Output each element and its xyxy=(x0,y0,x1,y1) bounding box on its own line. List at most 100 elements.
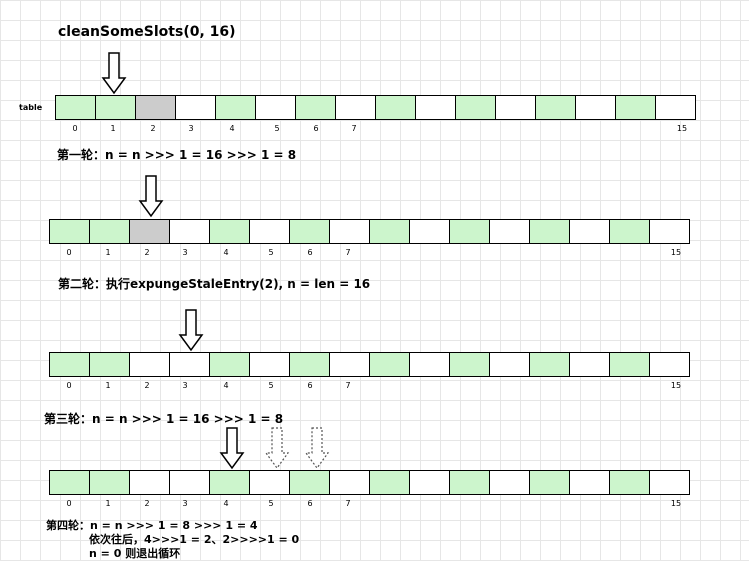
slot xyxy=(215,95,256,120)
slot xyxy=(409,470,450,495)
index-7: 7 xyxy=(345,499,351,508)
index-7: 7 xyxy=(351,124,357,133)
slot xyxy=(329,470,370,495)
index-1: 1 xyxy=(105,248,111,257)
slot xyxy=(569,470,610,495)
slot xyxy=(49,352,90,377)
dashed-arrow-icon xyxy=(304,427,330,470)
index-6: 6 xyxy=(307,499,313,508)
index-15: 15 xyxy=(670,248,682,257)
slot xyxy=(369,219,410,244)
index-15: 15 xyxy=(670,381,682,390)
pointer-arrow-icon xyxy=(138,175,164,218)
index-5: 5 xyxy=(268,381,274,390)
index-4: 4 xyxy=(229,124,235,133)
slot xyxy=(135,95,176,120)
dashed-arrow-icon xyxy=(264,427,290,470)
slot xyxy=(409,219,450,244)
index-2: 2 xyxy=(144,499,150,508)
slot xyxy=(295,95,336,120)
slot xyxy=(369,352,410,377)
index-1: 1 xyxy=(105,499,111,508)
index-6: 6 xyxy=(307,248,313,257)
slot xyxy=(409,352,450,377)
slot xyxy=(655,95,696,120)
slot xyxy=(289,219,330,244)
round-4-label: 第四轮：n = n >>> 1 = 8 >>> 1 = 4 xyxy=(46,519,258,532)
slot xyxy=(569,219,610,244)
slot xyxy=(169,470,210,495)
slot xyxy=(609,219,650,244)
slot xyxy=(329,352,370,377)
slot xyxy=(249,219,290,244)
slot xyxy=(489,219,530,244)
slot xyxy=(89,219,130,244)
index-3: 3 xyxy=(182,248,188,257)
round-4-note-1: 依次往后，4>>>1 = 2、2>>>>1 = 0 xyxy=(89,533,300,546)
slot xyxy=(49,219,90,244)
table-label: table xyxy=(19,103,43,112)
round-4-note-2: n = 0 则退出循环 xyxy=(89,547,181,560)
slot xyxy=(529,352,570,377)
slot xyxy=(129,470,170,495)
slot xyxy=(649,352,690,377)
index-3: 3 xyxy=(182,499,188,508)
slot xyxy=(209,352,250,377)
index-2: 2 xyxy=(144,248,150,257)
slot xyxy=(489,470,530,495)
index-15: 15 xyxy=(670,499,682,508)
slot xyxy=(175,95,216,120)
index-5: 5 xyxy=(268,248,274,257)
slot xyxy=(489,352,530,377)
index-4: 4 xyxy=(223,381,229,390)
slot xyxy=(449,352,490,377)
slot xyxy=(535,95,576,120)
slot xyxy=(449,219,490,244)
index-2: 2 xyxy=(150,124,156,133)
index-6: 6 xyxy=(313,124,319,133)
slot xyxy=(209,219,250,244)
slot xyxy=(89,352,130,377)
index-0: 0 xyxy=(66,381,72,390)
index-0: 0 xyxy=(66,248,72,257)
slot xyxy=(129,219,170,244)
slot xyxy=(455,95,496,120)
pointer-arrow-icon xyxy=(101,52,127,95)
slot xyxy=(649,219,690,244)
slot xyxy=(615,95,656,120)
round-1-label: 第一轮：n = n >>> 1 = 16 >>> 1 = 8 xyxy=(57,148,297,162)
slot xyxy=(55,95,96,120)
index-3: 3 xyxy=(182,381,188,390)
index-4: 4 xyxy=(223,248,229,257)
table-array-2 xyxy=(49,219,690,244)
round-3-label: 第三轮：n = n >>> 1 = 16 >>> 1 = 8 xyxy=(44,412,284,426)
slot xyxy=(495,95,536,120)
slot xyxy=(329,219,370,244)
index-5: 5 xyxy=(268,499,274,508)
slot xyxy=(375,95,416,120)
table-array-1 xyxy=(55,95,696,120)
slot xyxy=(49,470,90,495)
slot xyxy=(255,95,296,120)
slot xyxy=(649,470,690,495)
pointer-arrow-icon xyxy=(219,427,245,470)
slot xyxy=(289,470,330,495)
slot xyxy=(569,352,610,377)
slot xyxy=(529,470,570,495)
index-7: 7 xyxy=(345,248,351,257)
table-array-3 xyxy=(49,352,690,377)
slot xyxy=(169,352,210,377)
index-1: 1 xyxy=(110,124,116,133)
round-2-label: 第二轮：执行expungeStaleEntry(2), n = len = 16 xyxy=(58,277,371,291)
slot xyxy=(575,95,616,120)
slot xyxy=(529,219,570,244)
slot xyxy=(369,470,410,495)
pointer-arrow-icon xyxy=(178,309,204,352)
slot xyxy=(169,219,210,244)
slot xyxy=(609,470,650,495)
index-0: 0 xyxy=(66,499,72,508)
slot xyxy=(209,470,250,495)
index-4: 4 xyxy=(223,499,229,508)
slot xyxy=(249,470,290,495)
slot xyxy=(449,470,490,495)
